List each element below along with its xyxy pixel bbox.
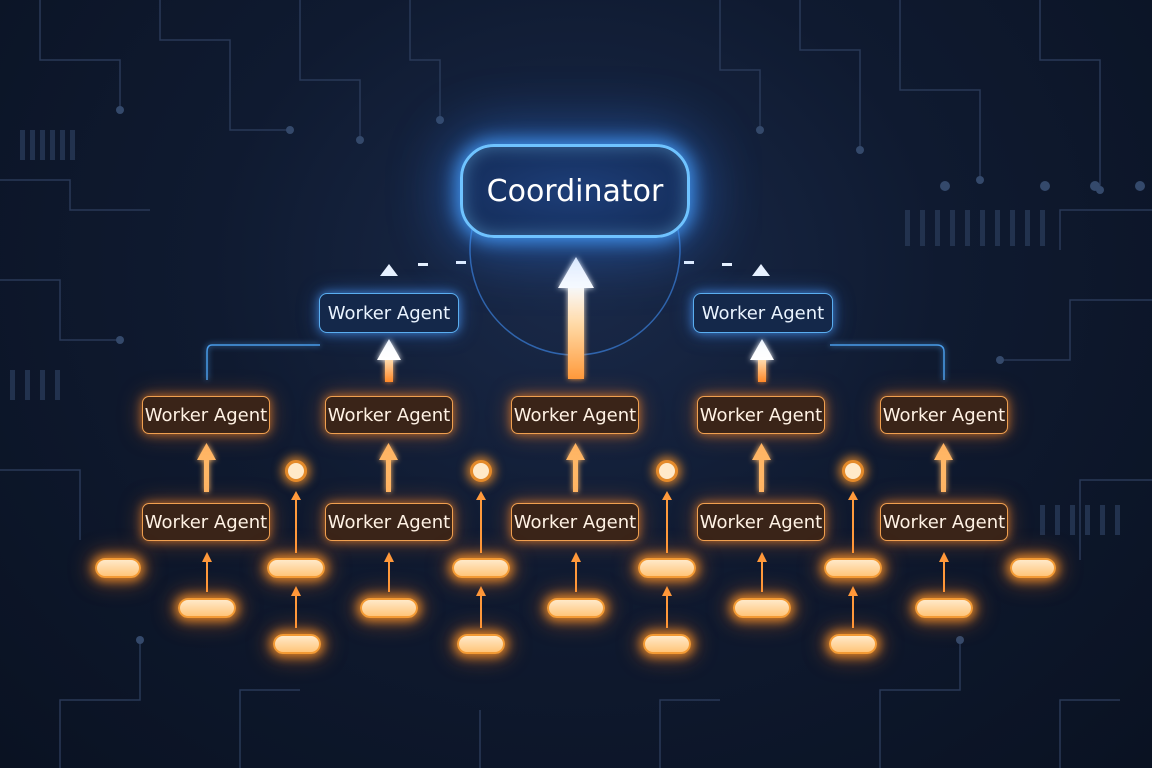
signal-dot [285,460,307,482]
worker-agent-mid-2: Worker Agent [325,396,453,434]
circuit-bars [10,130,1120,535]
main-arrow [558,257,594,379]
task-pill [95,558,141,578]
task-pill [452,558,510,578]
task-pill [267,558,325,578]
signal-dot [842,460,864,482]
worker-agent-low-4: Worker Agent [697,503,825,541]
task-pill [457,634,505,654]
worker-agent-top-right: Worker Agent [693,293,833,333]
task-pill [824,558,882,578]
task-pill [1010,558,1056,578]
worker-agent-low-3: Worker Agent [511,503,639,541]
task-pill [547,598,605,618]
task-pill [360,598,418,618]
task-pill [638,558,696,578]
signal-dot [470,460,492,482]
worker-agent-mid-3: Worker Agent [511,396,639,434]
blue-connectors [206,344,945,380]
worker-agent-mid-1: Worker Agent [142,396,270,434]
worker-agent-mid-4: Worker Agent [697,396,825,434]
mid-worker-arrows [197,443,953,492]
worker-agent-low-2: Worker Agent [325,503,453,541]
low-worker-arrows [202,552,949,592]
worker-agent-top-left: Worker Agent [319,293,459,333]
signal-dot [656,460,678,482]
dot-arrows [291,491,858,553]
task-pill [733,598,791,618]
task-pill [915,598,973,618]
task-pill [829,634,877,654]
task-pill [643,634,691,654]
top-worker-arrows [377,339,774,382]
worker-agent-low-1: Worker Agent [142,503,270,541]
task-pill [178,598,236,618]
coordinator-signal-marks [380,261,770,276]
circuit-pads [116,106,1145,644]
worker-agent-mid-5: Worker Agent [880,396,1008,434]
coordinator-node: Coordinator [460,144,690,238]
bottom-pill-arrows [291,586,858,628]
worker-agent-low-5: Worker Agent [880,503,1008,541]
task-pill [273,634,321,654]
